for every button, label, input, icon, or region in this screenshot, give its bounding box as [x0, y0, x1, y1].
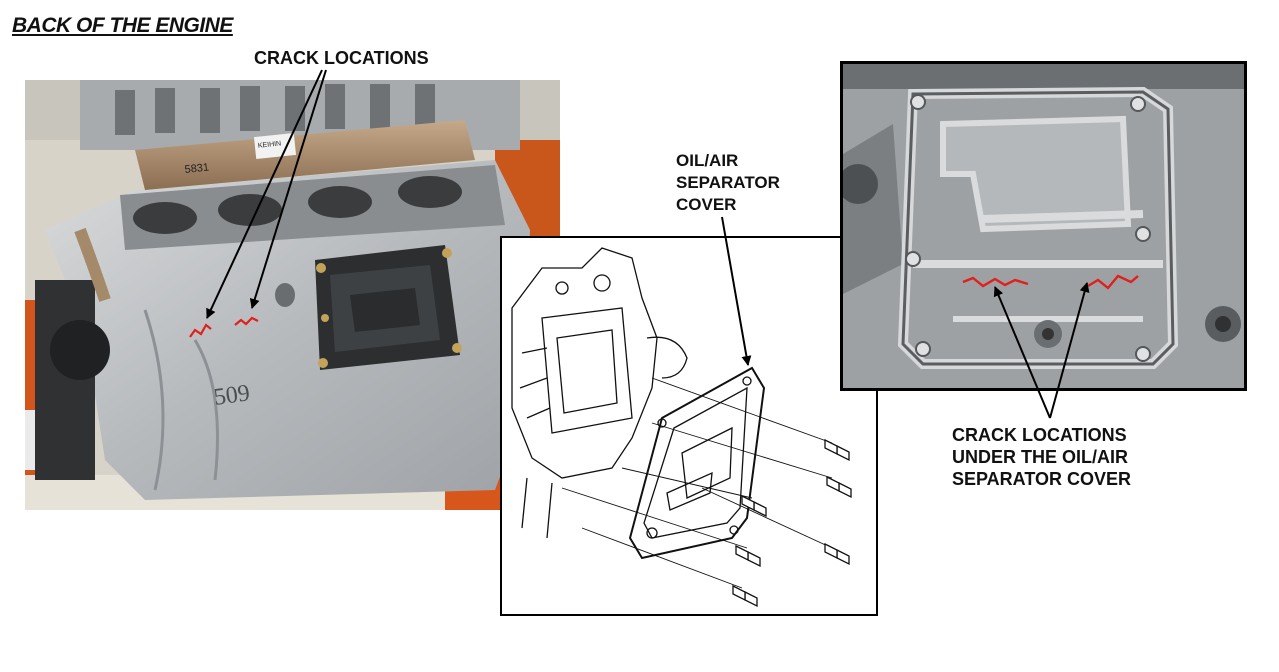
separator-cover-label: OIL/AIR SEPARATOR COVER — [676, 150, 780, 216]
crack-under-cover-label-line-1: CRACK LOCATIONS — [952, 425, 1127, 445]
part-number-text: 5831 — [184, 161, 210, 175]
separator-cover-label-line-3: COVER — [676, 195, 737, 214]
closeup-photo — [840, 61, 1247, 391]
crack-under-cover-label-line-3: SEPARATOR COVER — [952, 469, 1132, 489]
crack-under-cover-label: CRACK LOCATIONS UNDER THE OIL/AIR SEPARA… — [952, 424, 1131, 490]
separator-cover-diagram — [500, 236, 878, 616]
separator-cover-label-line-2: SEPARATOR — [676, 173, 780, 192]
crack-locations-label: CRACK LOCATIONS — [254, 48, 429, 68]
crack-under-cover-label-line-2: UNDER THE OIL/AIR — [952, 447, 1129, 467]
separator-cover-label-line-1: OIL/AIR — [676, 151, 739, 170]
handwritten-text: 509 — [212, 380, 251, 411]
engine-photo: 5831 KEIHIN 509 — [25, 80, 560, 510]
page-title: BACK OF THE ENGINE — [12, 14, 233, 37]
